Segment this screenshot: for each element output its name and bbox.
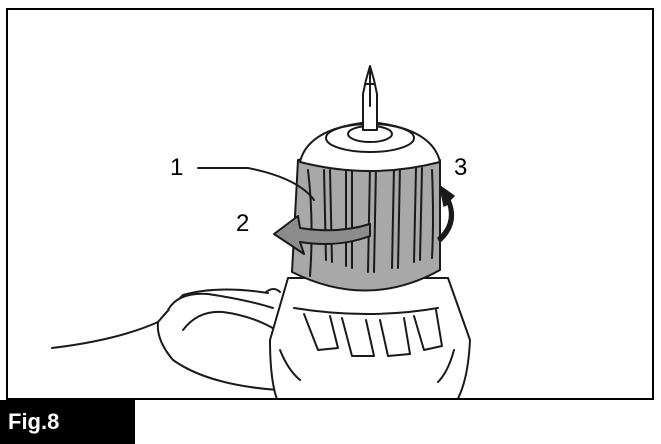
drill-chuck-illustration [51,65,471,398]
callout-1-leader [197,167,315,201]
callout-3-number: 3 [454,154,468,181]
figure-label: Fig.8 [0,400,135,444]
drill-housing-left [167,292,274,311]
callout-2-number: 2 [236,210,250,237]
callout-1-number: 1 [170,154,184,181]
figure-frame: 1 2 3 [6,8,654,400]
direction-arrow-2 [273,215,371,255]
rotation-arrow-3 [437,185,455,243]
